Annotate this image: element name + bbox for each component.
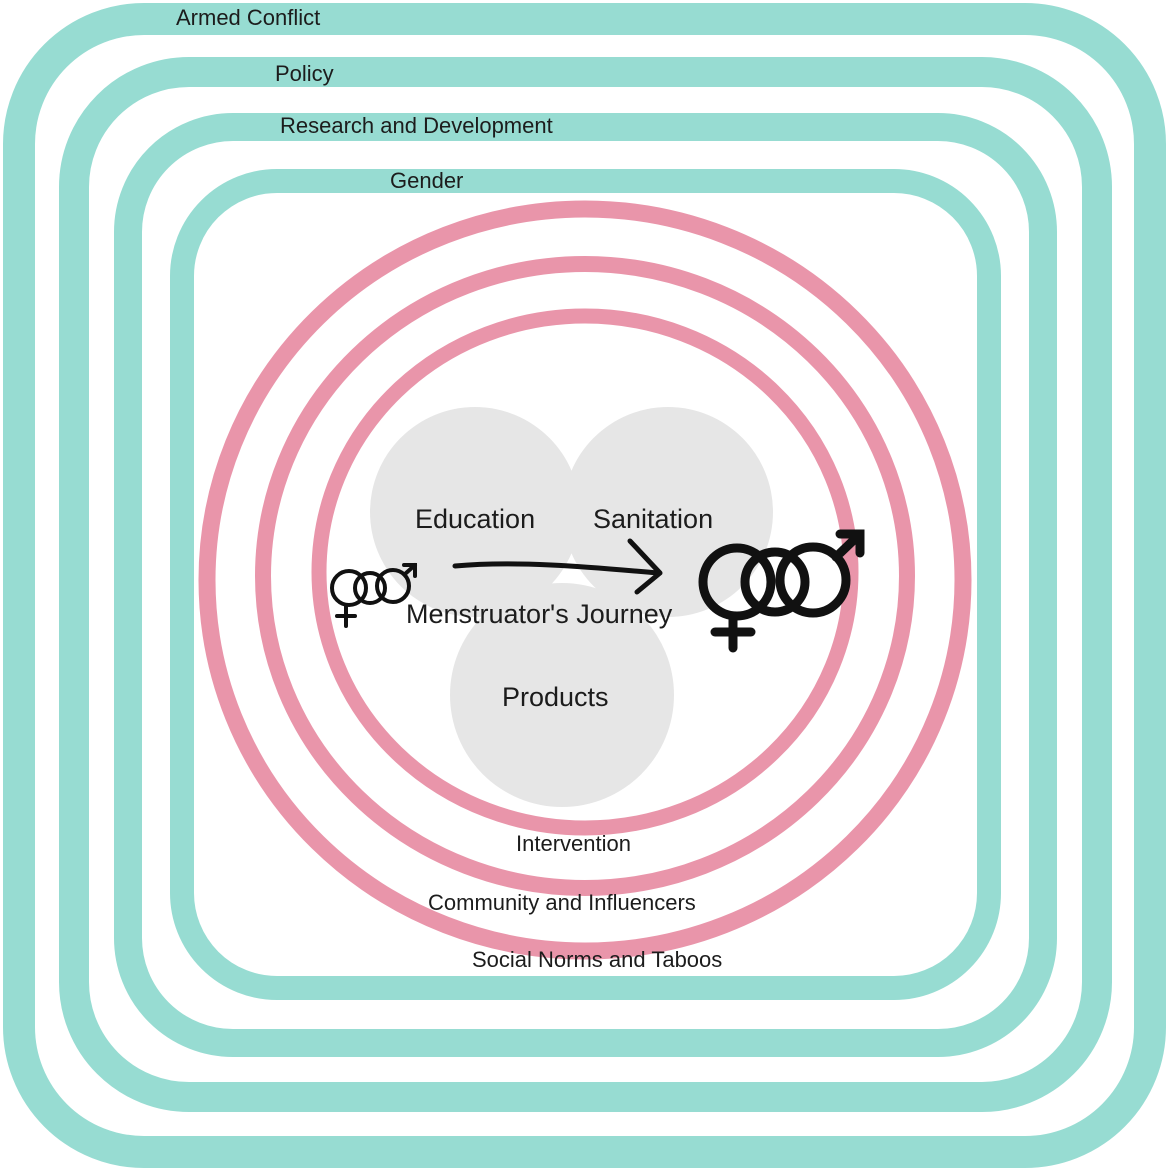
layer-policy bbox=[59, 57, 1112, 1112]
ring-intervention bbox=[311, 308, 859, 836]
layer-label-armed-conflict: Armed Conflict bbox=[176, 5, 320, 30]
core-lobes bbox=[370, 407, 773, 807]
ring-label-social-norms: Social Norms and Taboos bbox=[472, 947, 722, 972]
lobe-sanitation bbox=[563, 407, 773, 617]
gender-symbols-icon bbox=[698, 529, 865, 653]
gender-symbols-icon bbox=[330, 563, 417, 628]
ring-community bbox=[255, 256, 915, 896]
lobe-products bbox=[450, 583, 674, 807]
outer-layers bbox=[3, 3, 1166, 1168]
layer-label-policy: Policy bbox=[275, 61, 334, 86]
layer-label-research-development: Research and Development bbox=[280, 113, 553, 138]
ring-label-community: Community and Influencers bbox=[428, 890, 696, 915]
arrow-right-icon bbox=[452, 538, 663, 595]
layer-armed-conflict bbox=[3, 3, 1166, 1168]
lobe-label-products: Products bbox=[502, 682, 609, 712]
ring-social-norms bbox=[198, 200, 972, 960]
layer-label-gender: Gender bbox=[390, 168, 463, 193]
layer-gender bbox=[170, 169, 1001, 1000]
lobe-label-education: Education bbox=[415, 504, 535, 534]
lobe-label-sanitation: Sanitation bbox=[593, 504, 713, 534]
ring-label-intervention: Intervention bbox=[516, 831, 631, 856]
layer-research-development bbox=[114, 113, 1057, 1057]
journey-label: Menstruator's Journey bbox=[406, 599, 673, 629]
inner-rings bbox=[198, 200, 972, 960]
